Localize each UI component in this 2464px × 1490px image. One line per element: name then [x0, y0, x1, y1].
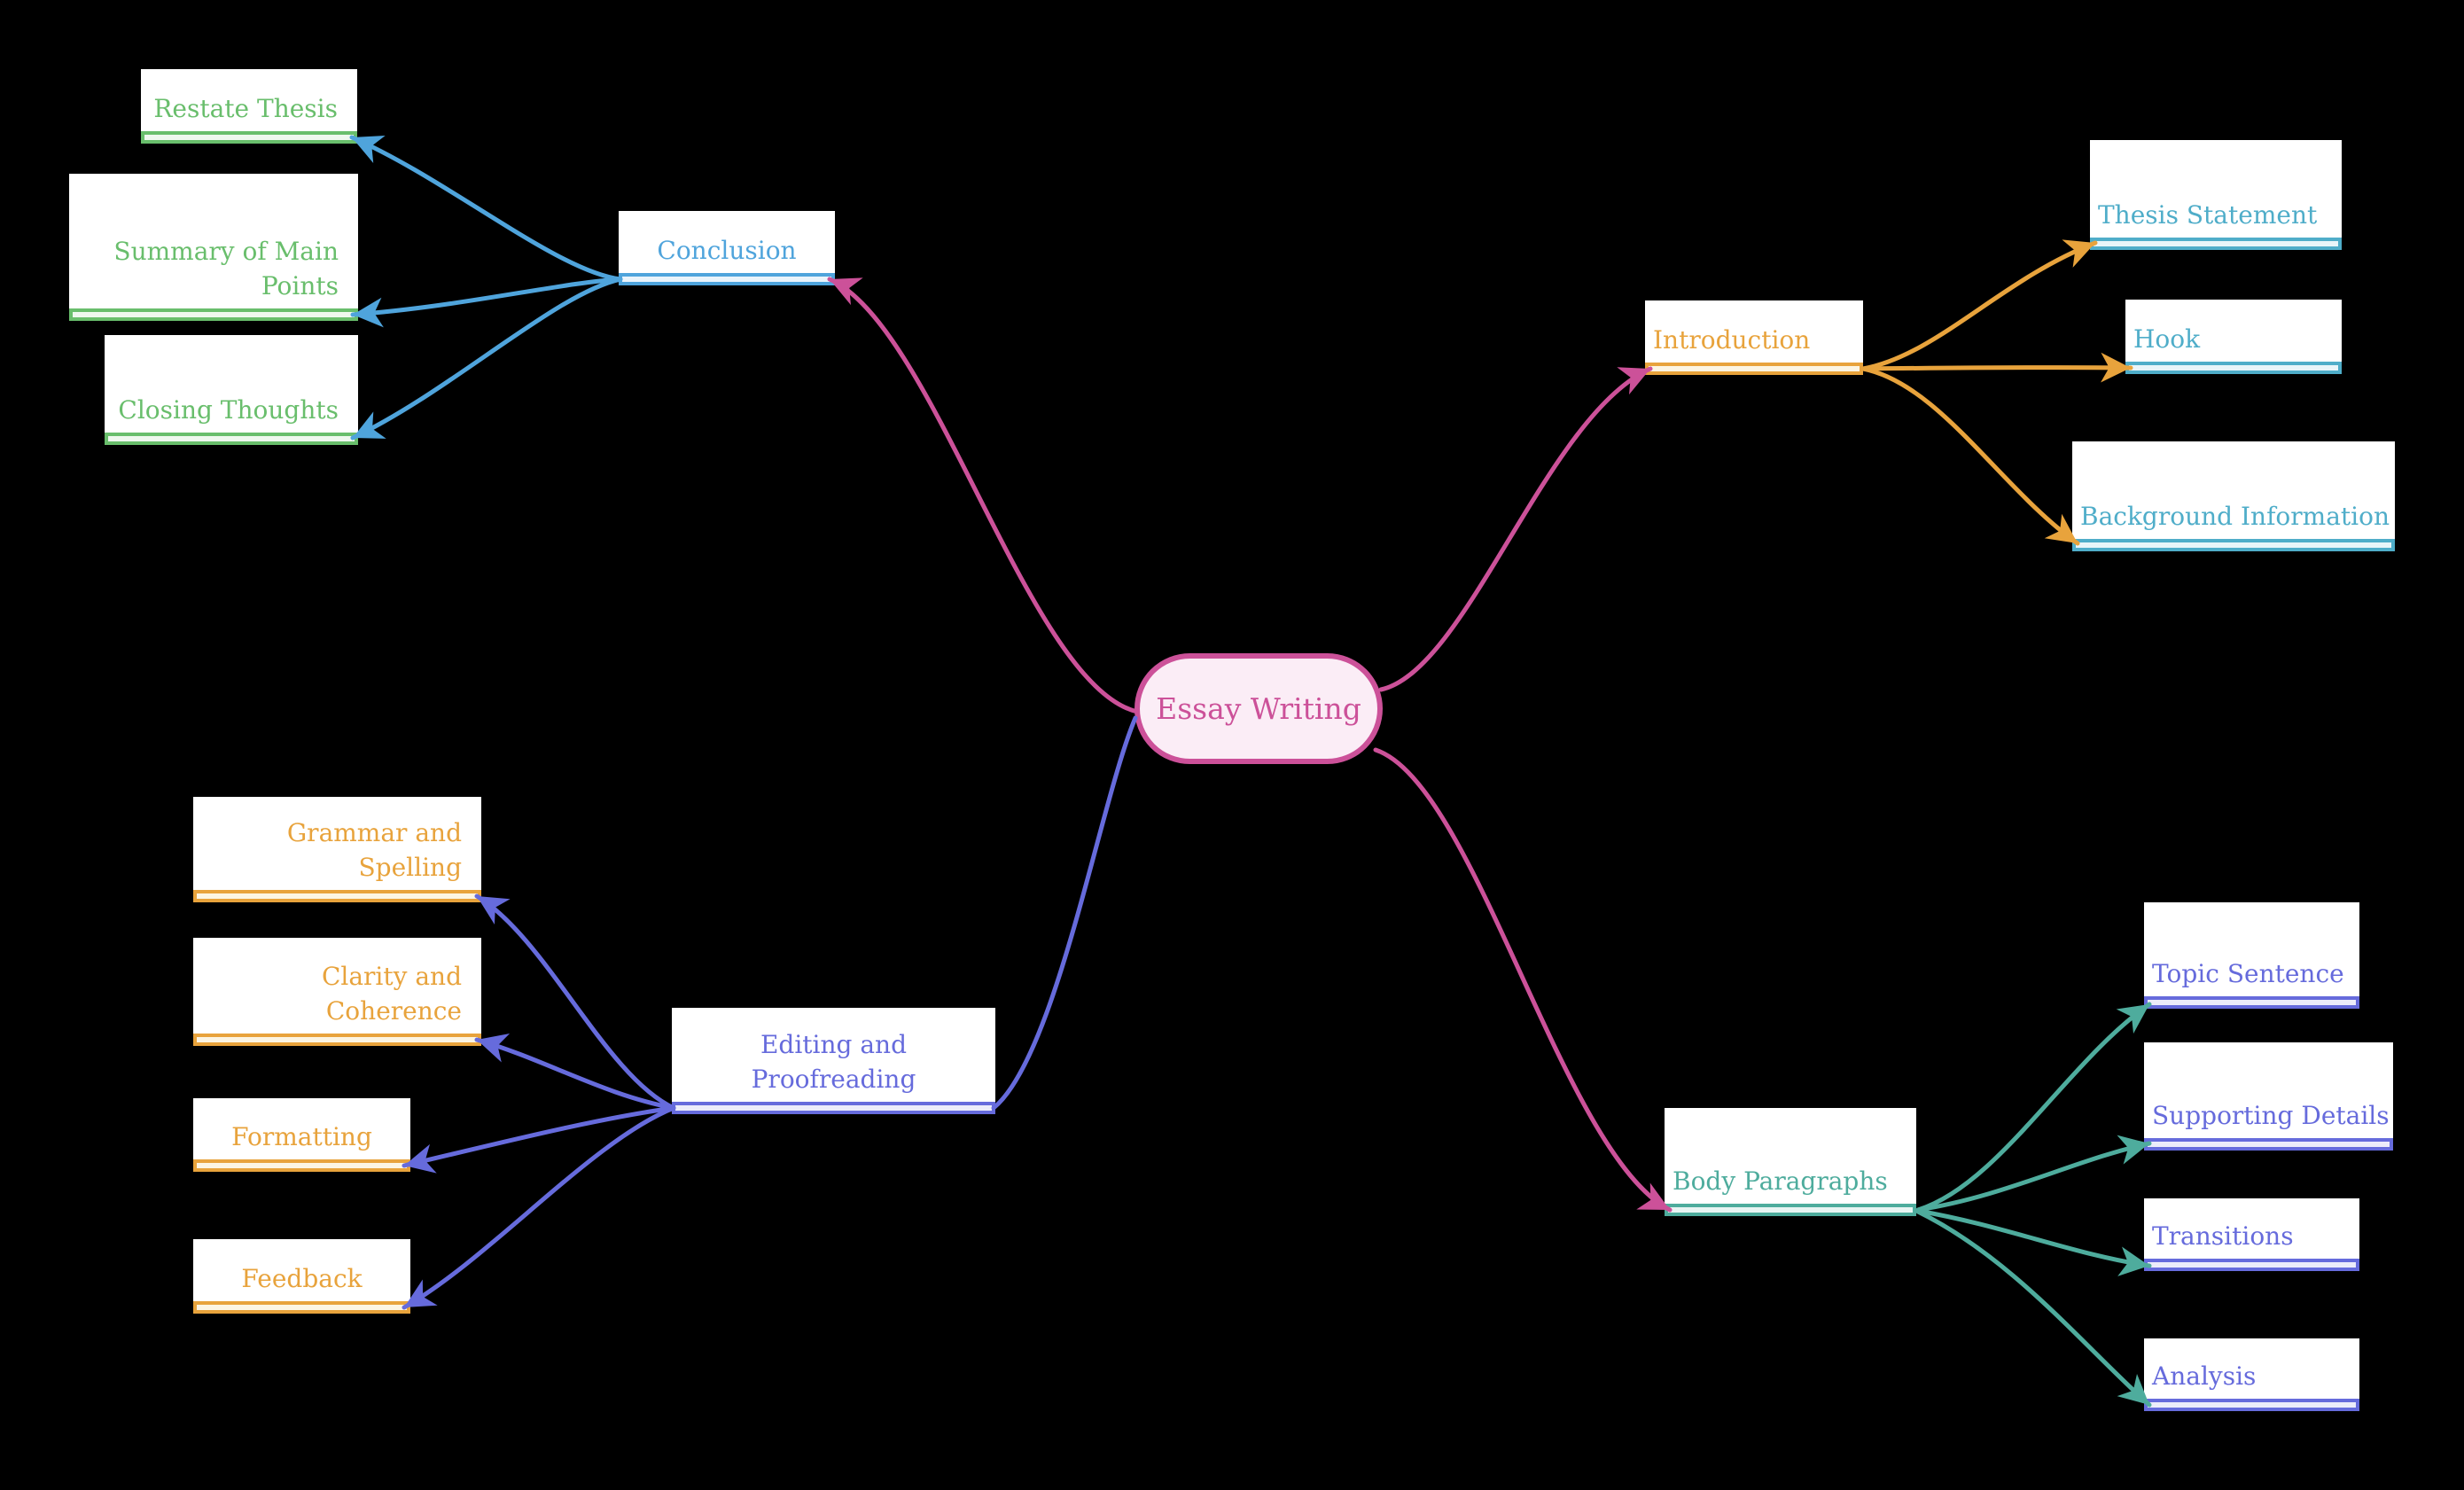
node-label: Essay Writing [1156, 691, 1361, 726]
edge-body-paragraphs-transitions [1915, 1208, 2152, 1276]
node-label: Grammar and Spelling [286, 817, 462, 882]
node-label: Introduction [1653, 324, 1811, 355]
node-underline [193, 1034, 481, 1046]
node-underline [2125, 362, 2342, 374]
node-label: Thesis Statement [2098, 199, 2318, 230]
node-editing-and-proofreading[interactable]: Editing and Proofreading [672, 1008, 995, 1114]
node-underline [2072, 539, 2395, 551]
edge-introduction-background-information [1860, 366, 2080, 546]
node-label: Summary of Main Points [113, 236, 339, 300]
node-clarity-and-coherence[interactable]: Clarity and Coherence [193, 938, 481, 1046]
edge-editing-formatting [402, 1105, 676, 1174]
edge-introduction-hook [1860, 352, 2133, 383]
node-underline [672, 1102, 995, 1114]
node-summary-of-main-points[interactable]: Summary of Main Points [69, 174, 358, 321]
node-label: Body Paragraphs [1673, 1166, 1888, 1196]
node-label: Editing and Proofreading [751, 1029, 916, 1094]
edge-essay-writing-introduction [1378, 366, 1653, 692]
edge-essay-writing-body-paragraphs [1373, 747, 1673, 1213]
node-underline [2144, 1259, 2359, 1271]
node-underline [193, 890, 481, 902]
edge-editing-grammar-and-spelling [474, 893, 676, 1111]
node-label: Background Information [2080, 501, 2390, 531]
node-underline [1645, 363, 1863, 375]
edge-editing-clarity-and-coherence [474, 1034, 676, 1111]
edge-body-paragraphs-analysis [1915, 1209, 2152, 1408]
node-underline [619, 273, 835, 285]
node-underline [1665, 1204, 1916, 1216]
node-label: Closing Thoughts [118, 394, 339, 425]
edge-essay-writing-conclusion [827, 277, 1140, 714]
node-label: Conclusion [657, 235, 797, 265]
edge-conclusion-summary-of-main-points [350, 277, 623, 328]
node-label: Clarity and Coherence [321, 961, 462, 1026]
edge-introduction-thesis-statement [1860, 239, 2098, 371]
node-analysis[interactable]: Analysis [2144, 1338, 2359, 1411]
node-formatting[interactable]: Formatting [193, 1098, 410, 1172]
node-closing-thoughts[interactable]: Closing Thoughts [105, 335, 358, 445]
node-label: Topic Sentence [2152, 958, 2344, 988]
node-underline [2144, 1138, 2393, 1151]
node-label: Supporting Details [2152, 1100, 2390, 1130]
node-underline [2144, 996, 2359, 1009]
node-underline [69, 308, 358, 321]
node-essay-writing[interactable]: Essay Writing [1135, 653, 1383, 764]
node-conclusion[interactable]: Conclusion [619, 211, 835, 285]
node-label: Analysis [2152, 1361, 2257, 1391]
node-underline [193, 1301, 410, 1314]
node-label: Hook [2133, 324, 2201, 354]
node-topic-sentence[interactable]: Topic Sentence [2144, 902, 2359, 1009]
edge-essay-writing-editing-and-proofreading [991, 715, 1138, 1111]
node-background-information[interactable]: Background Information [2072, 441, 2395, 551]
node-underline [2144, 1399, 2359, 1411]
node-restate-thesis[interactable]: Restate Thesis [141, 69, 357, 144]
node-supporting-details[interactable]: Supporting Details [2144, 1042, 2393, 1151]
edge-editing-feedback [402, 1105, 676, 1310]
node-underline [2090, 238, 2342, 250]
node-introduction[interactable]: Introduction [1645, 300, 1863, 375]
node-label: Feedback [241, 1263, 363, 1293]
node-body-paragraphs[interactable]: Body Paragraphs [1665, 1108, 1916, 1216]
node-underline [105, 433, 358, 445]
edge-conclusion-closing-thoughts [350, 277, 623, 441]
node-underline [193, 1159, 410, 1172]
edge-body-paragraphs-topic-sentence [1915, 1002, 2152, 1213]
node-label: Restate Thesis [153, 93, 338, 123]
node-grammar-and-spelling[interactable]: Grammar and Spelling [193, 797, 481, 902]
edge-body-paragraphs-supporting-details [1915, 1135, 2152, 1213]
node-label: Formatting [231, 1121, 372, 1151]
node-feedback[interactable]: Feedback [193, 1239, 410, 1314]
node-thesis-statement[interactable]: Thesis Statement [2090, 140, 2342, 250]
node-transitions[interactable]: Transitions [2144, 1198, 2359, 1271]
node-label: Transitions [2152, 1221, 2294, 1251]
node-hook[interactable]: Hook [2125, 300, 2342, 374]
node-underline [141, 131, 357, 144]
edge-conclusion-restate-thesis [349, 135, 623, 282]
